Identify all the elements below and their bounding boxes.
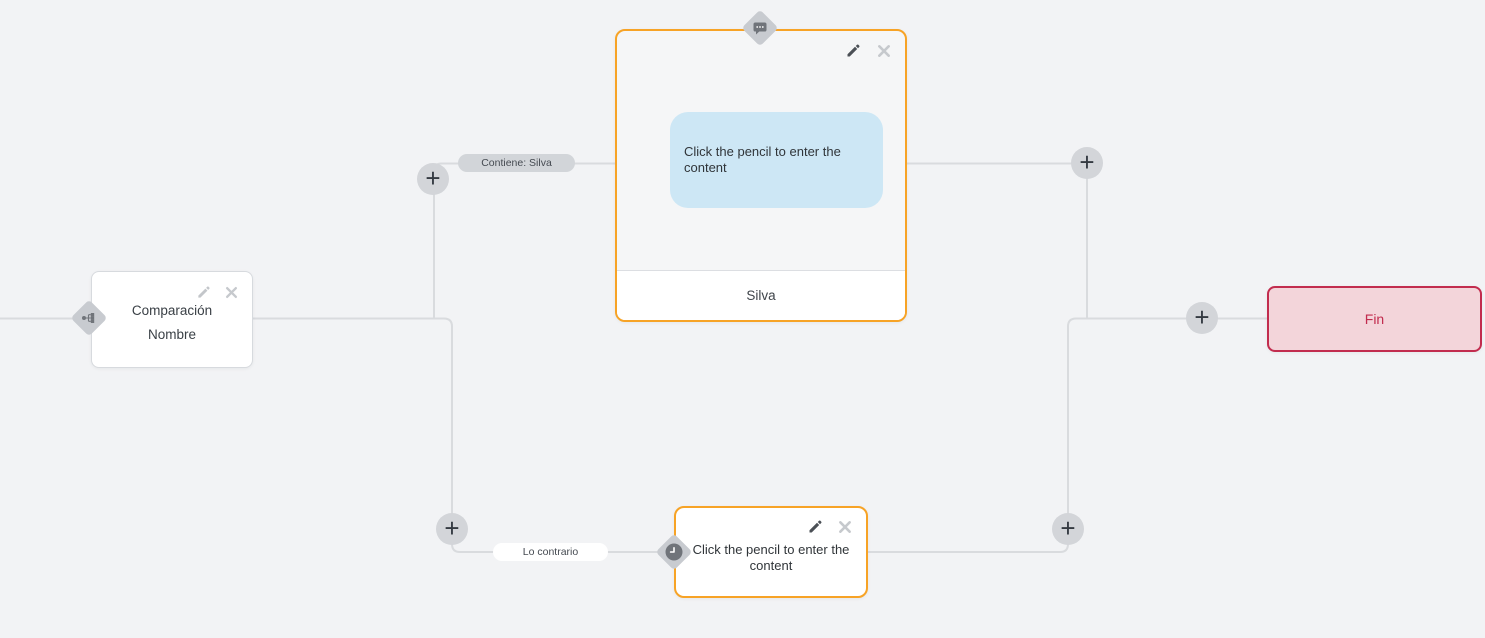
action-node[interactable]: Click the pencil to enter the content xyxy=(674,506,868,598)
condition-title-line1: Comparación xyxy=(131,303,213,318)
close-icon xyxy=(839,521,851,533)
edge-label-false-branch: Lo contrario xyxy=(493,543,608,561)
clock-icon xyxy=(665,543,683,561)
add-node-button-after-message[interactable]: + xyxy=(1071,147,1103,179)
wire-message-to-merge xyxy=(905,162,1088,319)
message-bubble: Click the pencil to enter the content xyxy=(670,112,883,208)
edit-message-button[interactable] xyxy=(845,43,861,59)
message-node[interactable]: Click the pencil to enter the content Si… xyxy=(615,29,907,322)
condition-node[interactable]: Comparación Nombre xyxy=(91,271,253,368)
pencil-icon xyxy=(809,520,822,533)
edge-label-true-branch: Contiene: Silva xyxy=(458,154,575,172)
pencil-icon xyxy=(198,286,210,298)
close-icon xyxy=(225,286,238,299)
message-placeholder-text: Click the pencil to enter the content xyxy=(684,144,841,175)
action-placeholder-text: Click the pencil to enter the content xyxy=(692,542,850,573)
delete-message-button[interactable] xyxy=(877,44,891,58)
add-node-button-true-branch[interactable]: + xyxy=(417,163,449,195)
condition-type-badge xyxy=(70,299,108,337)
add-node-button-before-end[interactable]: + xyxy=(1186,302,1218,334)
message-node-title: Silva xyxy=(617,270,905,320)
message-type-badge xyxy=(741,9,779,47)
add-node-button-false-branch[interactable]: + xyxy=(436,513,468,545)
edit-action-button[interactable] xyxy=(807,519,823,535)
end-node[interactable]: Fin xyxy=(1267,286,1482,352)
chat-bubble-icon xyxy=(753,22,767,35)
wire-condition-false-branch xyxy=(253,317,675,553)
edit-condition-button[interactable] xyxy=(196,285,211,300)
delete-condition-button[interactable] xyxy=(225,286,238,299)
delete-action-button[interactable] xyxy=(838,520,852,534)
wire-condition-true-branch xyxy=(433,162,616,319)
branch-icon xyxy=(82,313,95,323)
pencil-icon xyxy=(847,44,860,57)
close-icon xyxy=(878,45,890,57)
condition-title-line2: Nombre xyxy=(147,327,196,342)
end-node-label: Fin xyxy=(1364,311,1385,327)
add-node-button-after-action[interactable]: + xyxy=(1052,513,1084,545)
